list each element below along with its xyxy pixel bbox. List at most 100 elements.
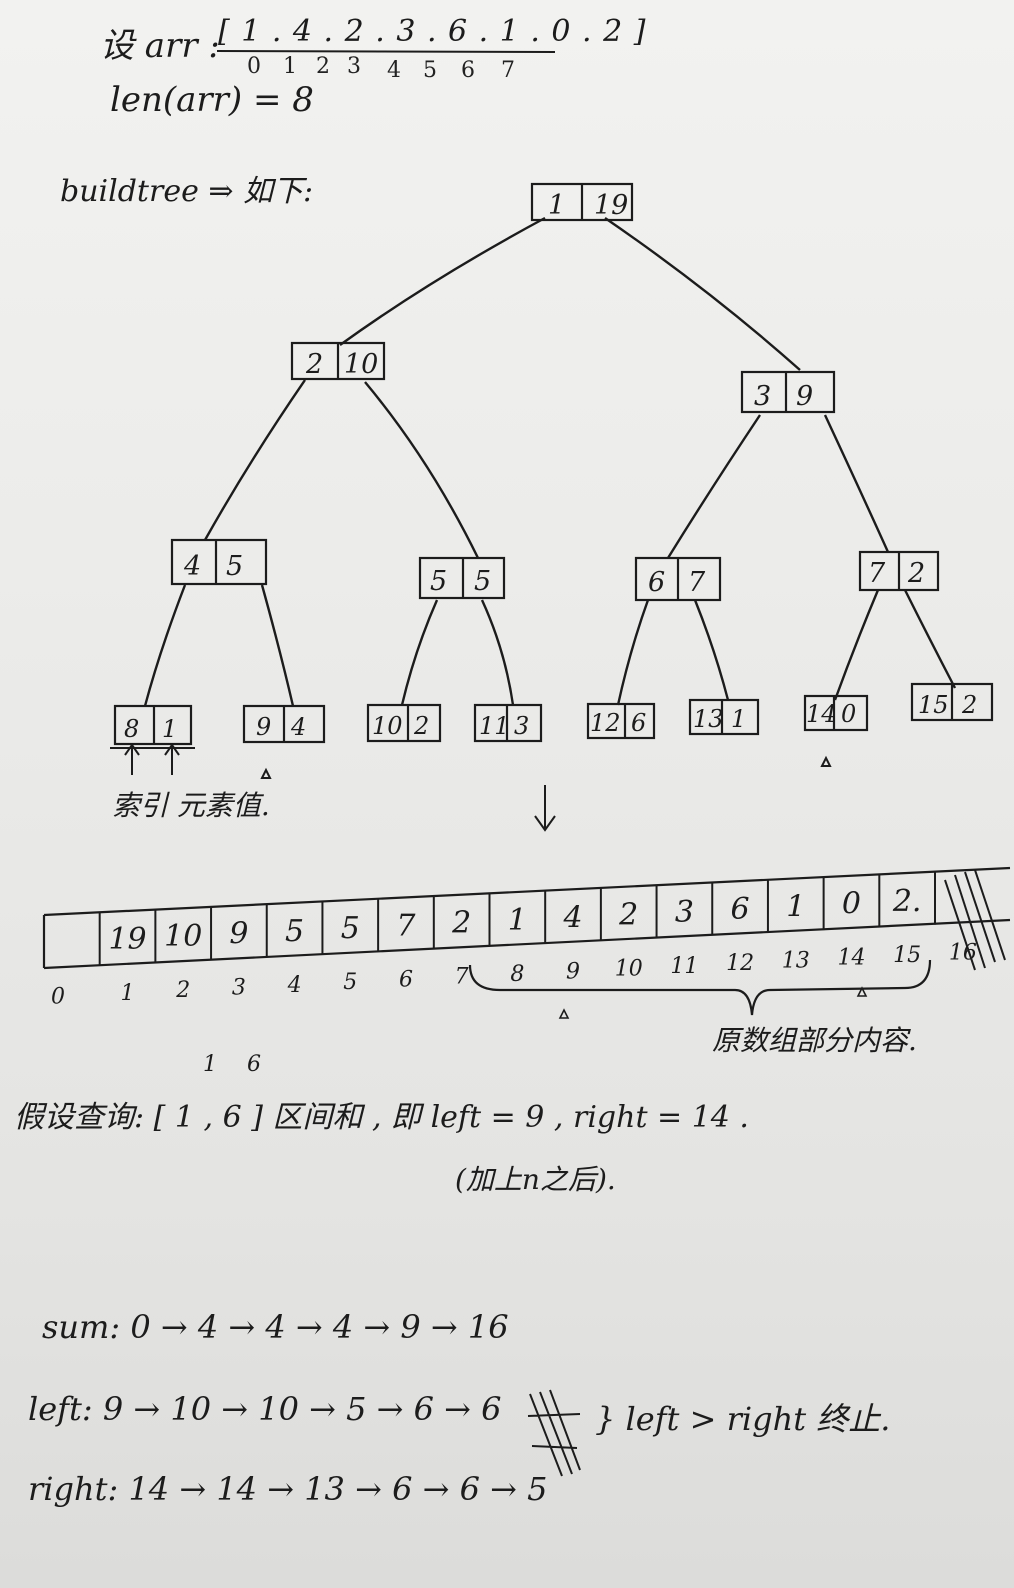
tree-edge	[480, 599, 515, 706]
array-cell-value: 4	[562, 900, 582, 935]
trace-sum: sum: 0 → 4 → 4 → 4 → 9 → 16	[42, 1308, 509, 1346]
leaf-value: 2	[961, 691, 977, 719]
leaf-index: 11	[479, 712, 510, 740]
array-index-label: 12	[726, 951, 754, 976]
array-index-label: 11	[670, 954, 698, 979]
array-index-label: 9	[566, 959, 580, 984]
arr-index: 1	[283, 54, 297, 79]
tree-edge	[616, 599, 650, 706]
array-index-label: 14	[837, 946, 865, 971]
leaf-index: 13	[693, 705, 724, 733]
array-outline	[42, 866, 1011, 970]
arr-index: 6	[461, 58, 475, 83]
tree-nodes	[113, 182, 994, 746]
tree-edge	[400, 599, 439, 706]
tree-node-box	[803, 694, 869, 732]
tree-edge	[903, 589, 957, 689]
node-value: 10	[344, 349, 378, 380]
brace-note: 原数组部分内容.	[712, 1024, 917, 1057]
trace-right: right: 14 → 14 → 13 → 6 → 6 → 5	[28, 1470, 548, 1508]
node-value: 2	[907, 558, 925, 589]
leaf-note-arrows	[110, 743, 832, 832]
tree-edges	[143, 216, 957, 707]
node-value: 19	[594, 190, 628, 221]
leaf-index: 14	[806, 700, 837, 728]
node-index: 1	[548, 190, 565, 221]
range-brace	[468, 959, 932, 1016]
buildtree-label: buildtree ⇒ 如下:	[60, 174, 314, 209]
arr-label: 设 arr :	[100, 26, 220, 66]
struck-cell	[944, 869, 1006, 971]
leaf-value: 0	[841, 700, 856, 728]
tree-edge	[143, 584, 187, 707]
array-index-label: 13	[782, 948, 810, 973]
leaf-index: 12	[590, 709, 621, 737]
arr-index: 5	[423, 58, 437, 83]
arr-underline	[216, 50, 556, 53]
array-index-label: 7	[455, 965, 469, 990]
tree-edge	[604, 217, 801, 371]
query-line: 假设查询: [ 1 , 6 ] 区间和 , 即 left = 9 , right…	[14, 1100, 749, 1135]
tree-edge	[203, 379, 306, 541]
arr-index: 7	[501, 58, 515, 83]
array-cell-value: 1	[786, 889, 805, 924]
arr-index: 3	[347, 54, 361, 79]
stop-note: } left > right 终止.	[595, 1400, 891, 1438]
array-cell-value: 9	[229, 917, 248, 952]
leaf-index: 9	[256, 713, 271, 741]
tree-node-box	[740, 370, 836, 414]
leaf-value: 1	[162, 715, 177, 743]
array-index-label: 3	[232, 976, 246, 1001]
tree-node-box	[366, 703, 442, 743]
node-value: 7	[688, 567, 706, 598]
array-index-label: 4	[287, 973, 302, 998]
leaf-note: 索引 元素值.	[112, 789, 270, 822]
triangle-mark	[260, 767, 272, 779]
leaf-value: 6	[631, 709, 646, 737]
arr-values: [ 1 . 4 . 2 . 3 . 6 . 1 . 0 . 2 ]	[218, 14, 647, 49]
array-cell-value: 5	[285, 914, 304, 949]
triangle-mark	[820, 755, 832, 767]
node-index: 2	[305, 349, 323, 380]
tree-edge	[823, 414, 890, 553]
leaf-index: 8	[124, 715, 139, 743]
query-raised-1: 1	[203, 1052, 217, 1077]
arr-index: 2	[316, 54, 330, 79]
tree-node-box	[170, 538, 268, 586]
tree-edge	[666, 414, 761, 559]
leaf-index: 15	[918, 691, 949, 719]
array-cell-value: 3	[675, 895, 694, 930]
array-index-label: 10	[615, 957, 643, 982]
array-index-label: 0	[51, 984, 65, 1009]
down-arrow	[534, 815, 556, 832]
tree-node-labels: 1 19 2 10 3 9 4 5 5 5 6 7 7 2	[183, 190, 925, 598]
tree-node-box	[586, 702, 656, 740]
leaf-value: 2	[413, 712, 429, 740]
tree-leaf-labels: 8 1 9 4 10 2 11 3 12 6 13 1 14 0 15 2	[124, 691, 977, 743]
query-raised-6: 6	[247, 1052, 261, 1077]
node-value: 5	[226, 551, 243, 582]
triangle-mark	[558, 1008, 570, 1019]
array-cell-value: 19	[108, 922, 146, 957]
array-cell-value: 2	[451, 906, 471, 941]
tree-edge	[339, 216, 546, 346]
len-line: len(arr) = 8	[110, 80, 314, 120]
array-cell-value: 1	[508, 903, 527, 938]
query-sub-note: (加上n之后).	[455, 1163, 616, 1196]
array-index-label: 5	[343, 970, 357, 995]
array-index-label: 2	[175, 978, 190, 1003]
leaf-value: 3	[514, 712, 529, 740]
tree-edge	[260, 584, 295, 707]
node-value: 5	[474, 566, 491, 597]
leaf-value: 1	[731, 705, 746, 733]
array-index-label: 6	[399, 967, 413, 992]
tree-edge	[833, 589, 880, 701]
arr-index: 4	[387, 58, 401, 83]
tree-node-box	[688, 698, 760, 736]
array-dividers	[98, 871, 936, 966]
array-index-label: 1	[121, 981, 135, 1006]
node-index: 7	[868, 558, 886, 589]
tree-edge	[693, 599, 730, 701]
